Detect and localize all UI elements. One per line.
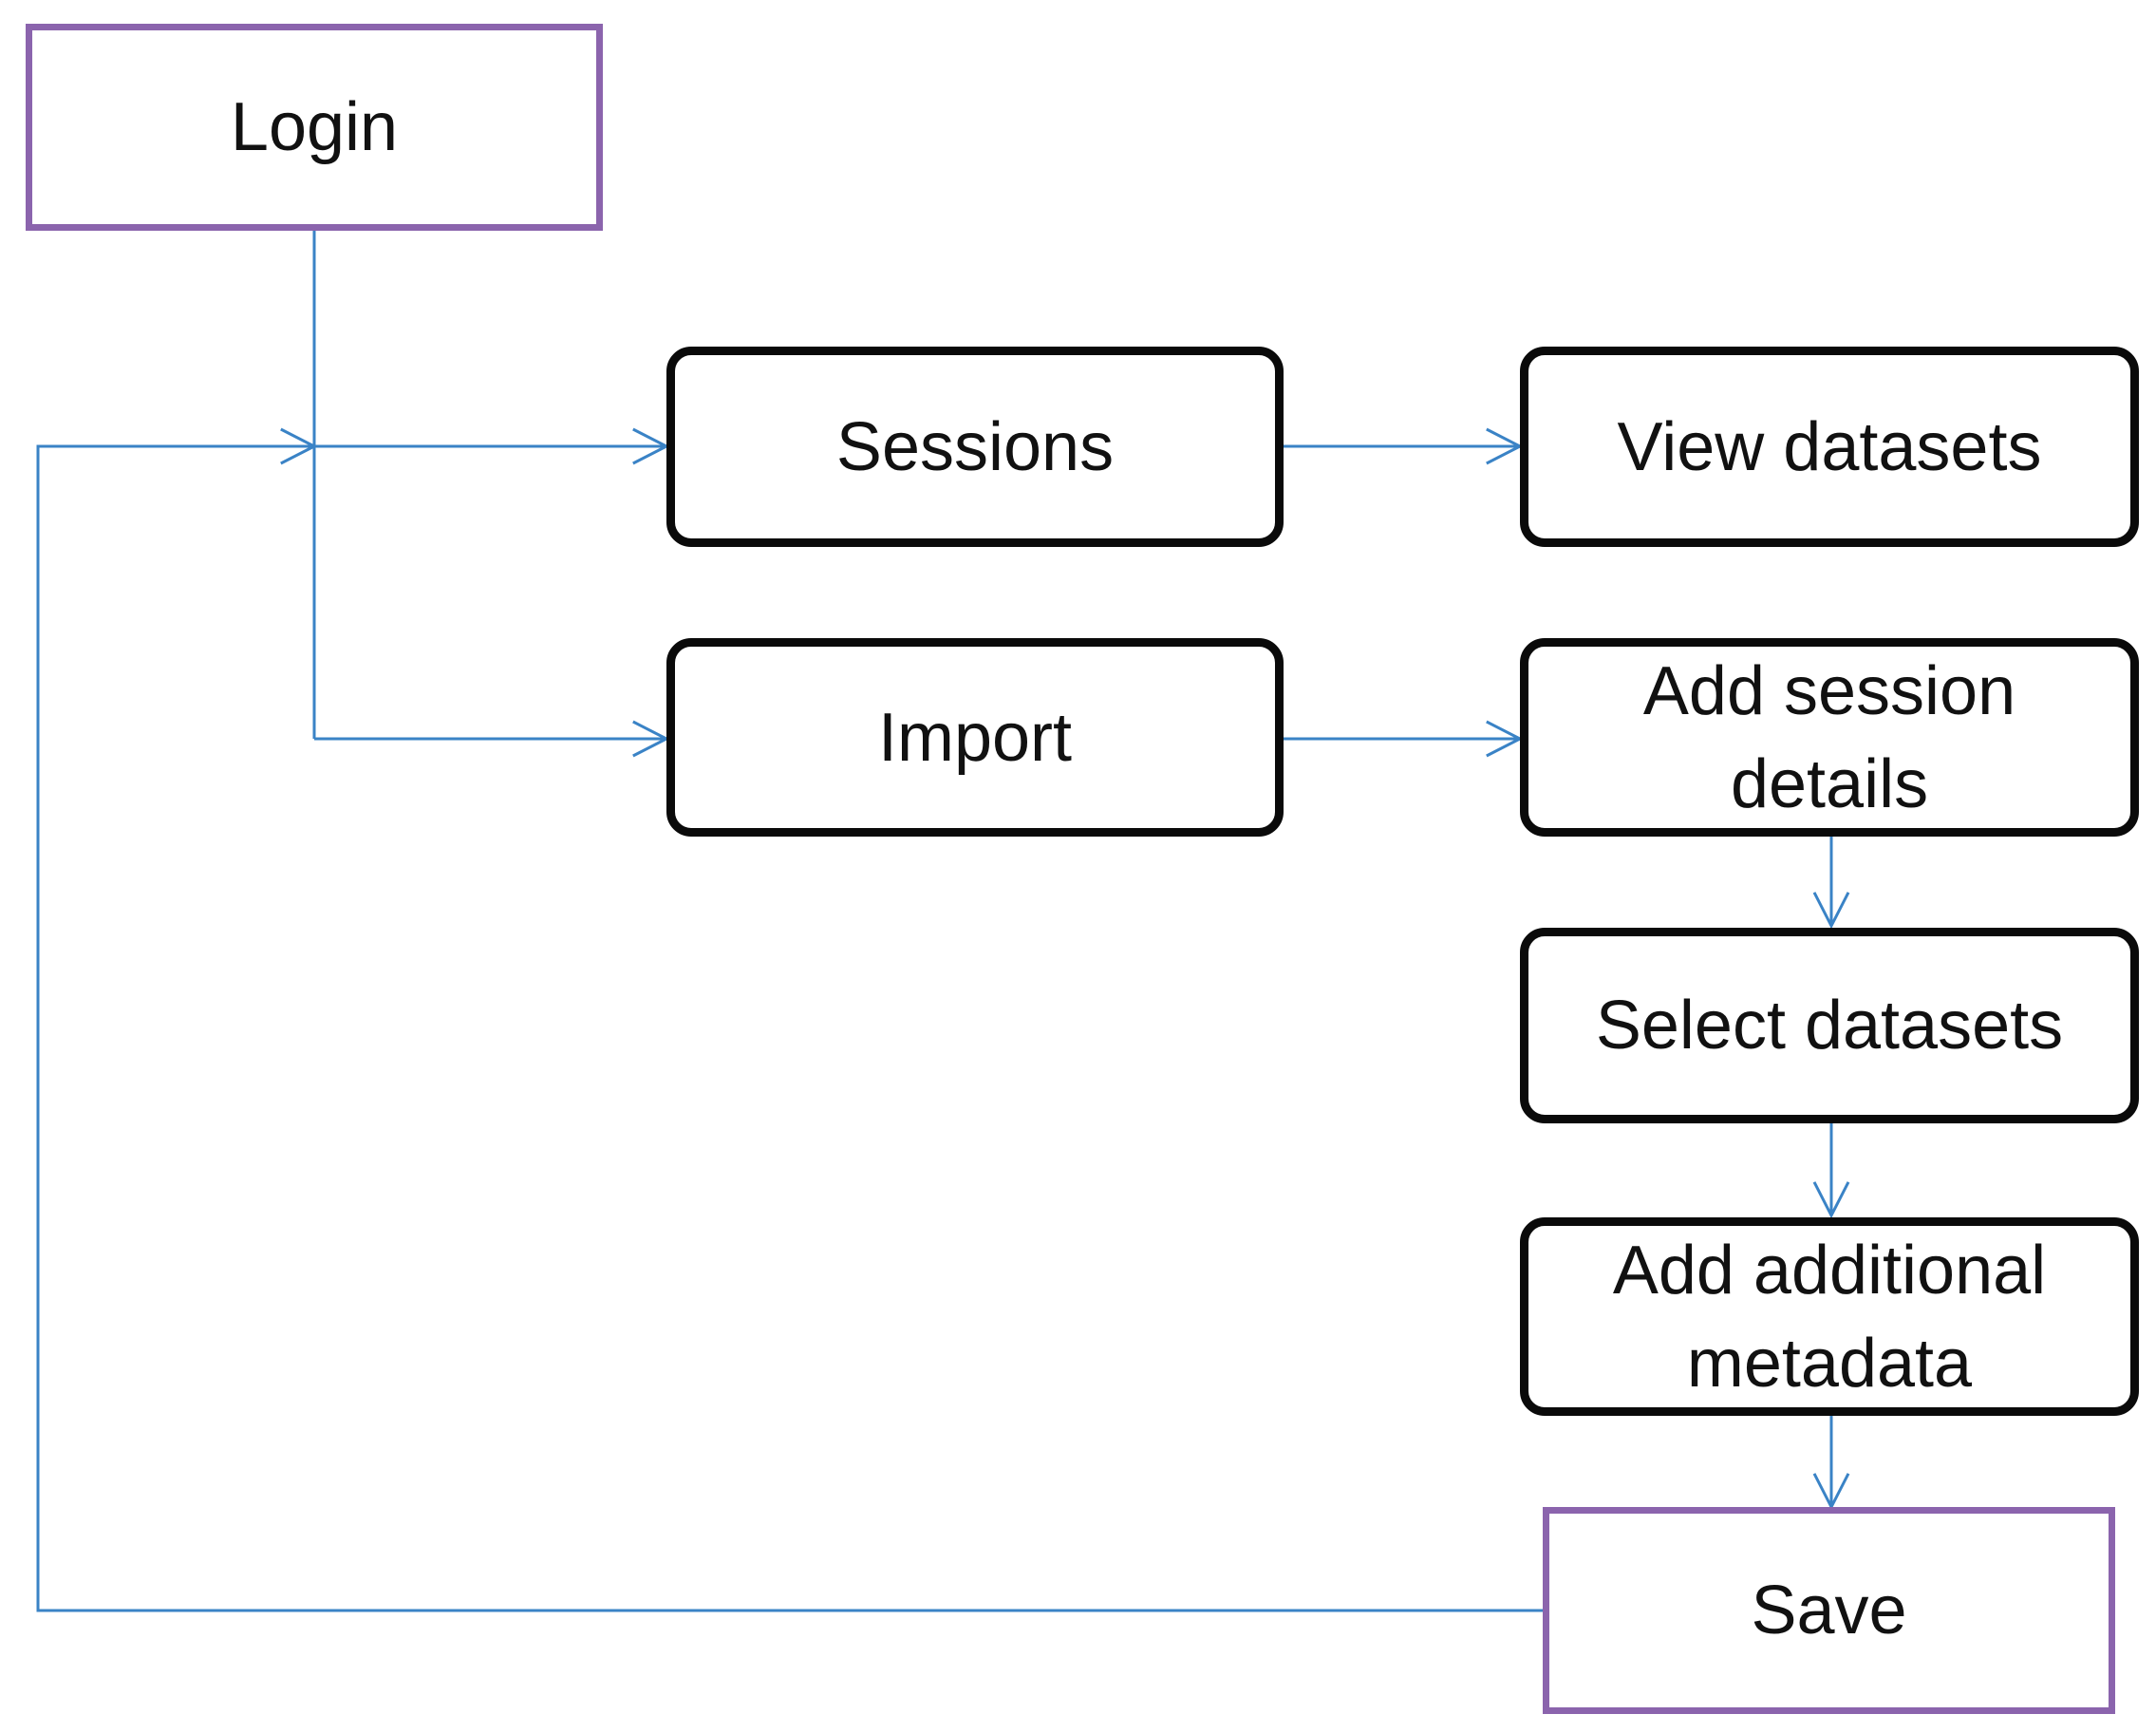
view-datasets-label: View datasets [1617,408,2042,485]
save-loop-back-line [36,444,1543,1612]
add-additional-metadata-label: Add additional metadata [1612,1232,2047,1402]
import-label: Import [877,699,1073,776]
select-datasets-label: Select datasets [1595,988,2064,1064]
import-node: Import [666,638,1284,837]
save-label: Save [1751,1573,1907,1648]
select-datasets-to-add-additional-metadata-arrow [1812,1181,1850,1219]
login-node: Login [26,24,603,231]
select-datasets-node: Select datasets [1520,928,2139,1123]
login-label: Login [230,89,399,165]
save-loop-back-arrow [280,427,318,465]
add-additional-metadata-node: Add additional metadata [1520,1217,2139,1416]
add-session-details-label: Add session details [1642,652,2016,822]
sessions-label: Sessions [835,408,1115,485]
add-session-details-node: Add session details [1520,638,2139,837]
save-node: Save [1543,1507,2115,1714]
add-session-details-to-select-datasets-arrow [1812,892,1850,930]
sessions-node: Sessions [666,347,1284,547]
view-datasets-node: View datasets [1520,347,2139,547]
